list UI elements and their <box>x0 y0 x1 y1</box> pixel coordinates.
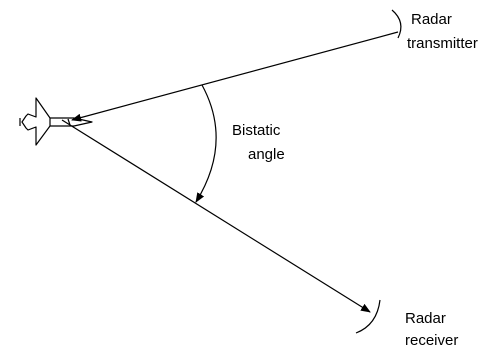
receiver-label-line1: Radar <box>405 309 446 328</box>
bistatic-angle-arc <box>196 85 216 202</box>
transmitter-label-line1: Radar <box>411 10 452 29</box>
bistatic-angle-label-line1: Bistatic <box>232 121 280 140</box>
transmitter-to-aircraft-ray <box>72 32 398 120</box>
aircraft-icon <box>20 98 92 145</box>
bistatic-angle-label-line2: angle <box>248 145 285 164</box>
transmitter-label-line2: transmitter <box>407 34 478 53</box>
receiver-label-line2: receiver <box>405 331 458 350</box>
